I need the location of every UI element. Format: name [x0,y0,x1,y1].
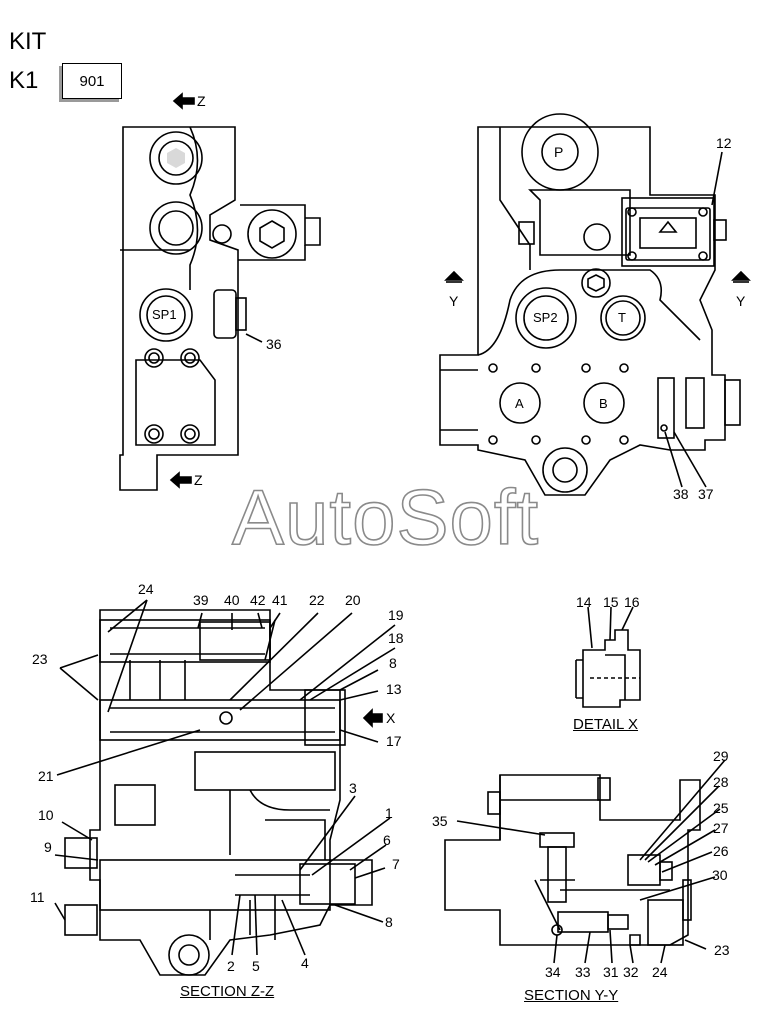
callout-20[interactable]: 20 [345,592,361,608]
callout-11[interactable]: 11 [30,889,45,905]
section-arrow-y-left: Y [449,293,459,309]
top-right-valve-view [439,113,751,496]
callout-22[interactable]: 22 [309,592,325,608]
callout-27[interactable]: 27 [713,820,729,836]
callout-6[interactable]: 6 [383,832,391,848]
callout-23-yy[interactable]: 23 [714,942,730,958]
port-label-sp1: SP1 [152,307,177,322]
callout-24-yy[interactable]: 24 [652,964,668,980]
k1-code-box[interactable]: 901 [62,63,122,99]
section-yy-title: SECTION Y-Y [524,987,619,1004]
port-label-sp2: SP2 [533,310,558,325]
view-arrow-z-top: Z [197,93,206,109]
callout-23[interactable]: 23 [32,651,48,667]
callout-18[interactable]: 18 [388,630,404,646]
detail-x-title: DETAIL X [573,716,639,733]
k1-code: 901 [79,72,105,90]
callout-40[interactable]: 40 [224,592,240,608]
callout-41[interactable]: 41 [272,592,288,608]
port-label-b: B [599,396,608,411]
callout-24[interactable]: 24 [138,581,154,597]
callout-17[interactable]: 17 [386,733,402,749]
callout-33[interactable]: 33 [575,964,591,980]
kit-label: KIT [9,28,47,55]
callout-8-bottom[interactable]: 8 [385,914,393,930]
callout-12[interactable]: 12 [716,135,732,151]
section-zz-drawing [54,599,396,976]
callout-14[interactable]: 14 [576,594,592,610]
detail-x-drawing [575,606,641,708]
callout-26[interactable]: 26 [713,843,729,859]
callout-1[interactable]: 1 [385,805,393,821]
callout-25[interactable]: 25 [713,800,729,816]
callout-21[interactable]: 21 [38,768,54,784]
callout-29[interactable]: 29 [713,748,729,764]
callout-28[interactable]: 28 [713,774,729,790]
callout-30[interactable]: 30 [712,867,728,883]
callout-15[interactable]: 15 [603,594,619,610]
callout-13[interactable]: 13 [386,681,402,697]
callout-4[interactable]: 4 [301,955,309,971]
callout-34[interactable]: 34 [545,964,561,980]
port-label-p: P [554,144,564,160]
callout-3[interactable]: 3 [349,780,357,796]
callout-39[interactable]: 39 [193,592,209,608]
callout-32[interactable]: 32 [623,964,639,980]
view-arrow-x: X [386,710,396,726]
callout-2[interactable]: 2 [227,958,235,974]
callout-19[interactable]: 19 [388,607,404,623]
callout-31[interactable]: 31 [603,964,619,980]
section-yy-drawing [444,759,726,964]
callout-7[interactable]: 7 [392,856,400,872]
callout-37[interactable]: 37 [698,486,714,502]
callout-36[interactable]: 36 [266,336,282,352]
callout-35[interactable]: 35 [432,813,448,829]
callout-38[interactable]: 38 [673,486,689,502]
callout-8-top[interactable]: 8 [389,655,397,671]
top-left-valve-view [119,92,321,491]
callout-10[interactable]: 10 [38,807,54,823]
view-arrow-z-bottom: Z [194,472,203,488]
section-arrow-y-right: Y [736,293,746,309]
callout-9[interactable]: 9 [44,839,52,855]
callout-16[interactable]: 16 [624,594,640,610]
watermark-text: AutoSoft [231,472,540,562]
port-label-a: A [515,396,524,411]
callout-5[interactable]: 5 [252,958,260,974]
callout-42[interactable]: 42 [250,592,266,608]
section-zz-title: SECTION Z-Z [180,983,275,1000]
port-label-t: T [618,310,626,325]
k1-label: K1 [9,67,39,94]
